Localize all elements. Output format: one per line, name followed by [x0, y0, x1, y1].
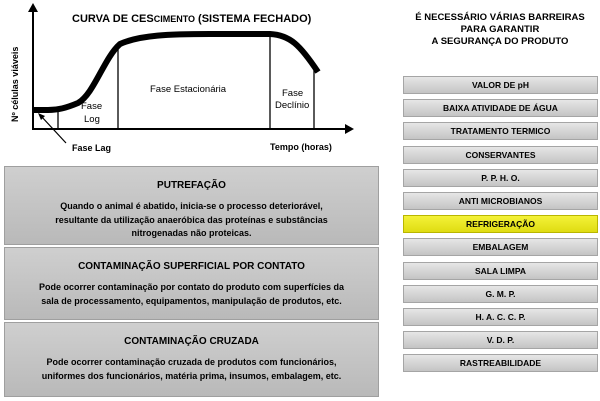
- phase-stationary-label: Fase Estacionária: [150, 84, 227, 95]
- curve-title: CURVA DE CESCIMENTO(SISTEMA FECHADO): [72, 13, 312, 25]
- lag-pointer-line: [40, 115, 67, 144]
- barrier-item-packaging: EMBALAGEM: [403, 238, 598, 257]
- surface-contamination-box: CONTAMINAÇÃO SUPERFICIAL POR CONTATO Pod…: [4, 247, 379, 320]
- barriers-header: É NECESSÁRIO VÁRIAS BARREIRAS PARA GARAN…: [400, 12, 600, 48]
- phase-lag-label: Fase Lag: [72, 143, 111, 153]
- phase-log-label-1: Fase: [81, 101, 102, 112]
- barrier-item-antimicrobials: ANTI MICROBIANOS: [403, 191, 598, 210]
- box-line: sala de processamento, equipamentos, man…: [41, 295, 342, 306]
- growth-curve-diagram: CURVA DE CESCIMENTO(SISTEMA FECHADO) Nº …: [10, 3, 354, 153]
- box-line: nitrogenadas não proteicas.: [131, 228, 252, 238]
- x-axis-label: Tempo (horas): [270, 142, 332, 152]
- phase-log-label-2: Log: [84, 114, 100, 125]
- phase-decline-label-1: Fase: [282, 88, 303, 99]
- barriers-header-line: É NECESSÁRIO VÁRIAS BARREIRAS: [415, 12, 585, 23]
- box-title: CONTAMINAÇÃO CRUZADA: [124, 336, 259, 347]
- barrier-item-vdp: V. D. P.: [403, 331, 598, 350]
- barrier-list: VALOR DE pH BAIXA ATIVIDADE DE ÁGUA TRAT…: [403, 76, 598, 377]
- barrier-item-refrigeration: REFRIGERAÇÃO: [403, 215, 598, 234]
- barrier-item-clean-room: SALA LIMPA: [403, 261, 598, 280]
- lag-pointer-arrow-icon: [38, 113, 45, 120]
- box-line: uniformes dos funcionários, matéria prim…: [41, 370, 342, 381]
- barrier-item-preservatives: CONSERVANTES: [403, 145, 598, 164]
- barrier-item-ppho: P. P. H. O.: [403, 168, 598, 187]
- box-line: Quando o animal é abatido, inicia-se o p…: [60, 201, 323, 211]
- barriers-header-line: A SEGURANÇA DO PRODUTO: [431, 36, 569, 47]
- cross-contamination-box: CONTAMINAÇÃO CRUZADA Pode ocorrer contam…: [4, 322, 379, 397]
- barrier-item-ph: VALOR DE pH: [403, 76, 598, 94]
- box-line: resultante da utilização anaeróbica das …: [55, 214, 328, 225]
- box-body: Pode ocorrer contaminação por contato do…: [5, 281, 378, 308]
- putrefaction-box: PUTREFAÇÃO Quando o animal é abatido, in…: [4, 166, 379, 245]
- growth-curve-line: [33, 31, 321, 113]
- barrier-item-gmp: G. M. P.: [403, 284, 598, 303]
- x-axis-arrow-icon: [345, 124, 354, 134]
- box-line: Pode ocorrer contaminação por contato do…: [38, 282, 345, 292]
- box-title: CONTAMINAÇÃO SUPERFICIAL POR CONTATO: [78, 261, 305, 272]
- y-axis-label: Nº células viáveis: [10, 47, 20, 122]
- phase-decline-label-2: Declínio: [275, 100, 309, 111]
- barrier-item-haccp: H. A. C. C. P.: [403, 307, 598, 326]
- box-body: Quando o animal é abatido, inicia-se o p…: [5, 200, 378, 241]
- box-line: Pode ocorrer contaminação cruzada de pro…: [46, 357, 337, 367]
- barrier-item-water-activity: BAIXA ATIVIDADE DE ÁGUA: [403, 99, 598, 118]
- box-title: PUTREFAÇÃO: [157, 180, 226, 191]
- barrier-item-thermal-treatment: TRATAMENTO TERMICO: [403, 122, 598, 141]
- barriers-header-line: PARA GARANTIR: [460, 24, 540, 35]
- barrier-item-traceability: RASTREABILIDADE: [403, 354, 598, 373]
- box-body: Pode ocorrer contaminação cruzada de pro…: [5, 356, 378, 383]
- y-axis-arrow-icon: [28, 3, 38, 12]
